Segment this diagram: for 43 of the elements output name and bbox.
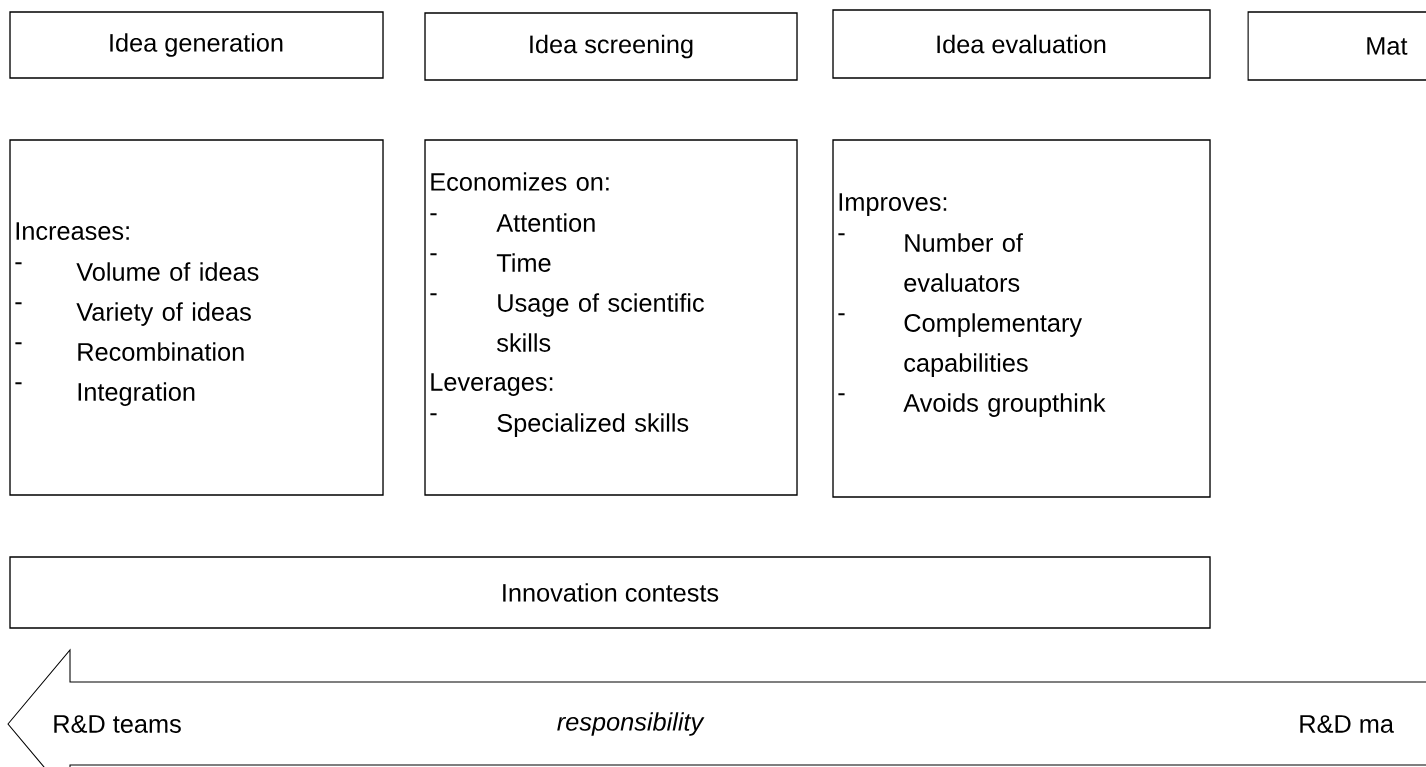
list-heading: Improves: <box>839 193 947 216</box>
list-item: Variety of ideas <box>76 302 251 326</box>
band-label: R&D teams <box>54 715 181 733</box>
bullet-dash: - <box>15 302 22 305</box>
bullet-dash: - <box>430 253 437 256</box>
list-item: Time <box>496 253 551 272</box>
list-item: Specialized skills <box>497 413 689 437</box>
bullet-dash: - <box>430 213 437 216</box>
list-item: Number of evaluators <box>904 233 1023 292</box>
bullet-dash: - <box>15 342 22 345</box>
list-item: Recombination <box>78 342 244 361</box>
list-item: Volume of ideas <box>76 262 259 281</box>
bullet-dash: - <box>430 293 437 296</box>
list-item: Integration <box>78 382 195 406</box>
list-heading: Increases: <box>16 222 129 240</box>
bullet-dash: - <box>838 393 845 396</box>
list-item: Attention <box>496 213 595 232</box>
stage-box <box>832 9 1211 79</box>
stage-box <box>1247 11 1426 81</box>
text-box <box>832 139 1211 498</box>
box-label: Innovation contests <box>503 583 719 602</box>
bullet-dash: - <box>430 413 437 416</box>
list-item: Avoids groupthink <box>903 393 1106 417</box>
list-heading: Leverages: <box>431 373 553 396</box>
bullet-dash: - <box>838 313 845 316</box>
bullet-dash: - <box>838 233 845 236</box>
bullet-dash: - <box>15 262 22 265</box>
band-label: R&D ma <box>1300 715 1394 733</box>
box-label: Idea generation <box>110 33 283 57</box>
text-box <box>9 139 384 496</box>
stage-box <box>9 11 384 79</box>
box-label: Idea screening <box>530 34 693 59</box>
stage-box <box>424 12 798 81</box>
list-item: Usage of scientific skills <box>497 293 704 352</box>
bullet-dash: - <box>15 382 22 385</box>
box-label: Idea evaluation <box>937 34 1106 54</box>
text-box <box>424 139 798 496</box>
box-label: Mat <box>1367 37 1408 55</box>
arrow-band <box>7 648 1426 767</box>
stage-box <box>9 556 1211 629</box>
list-heading: Economizes on: <box>431 172 609 191</box>
list-item: Complementary capabilities <box>904 313 1082 377</box>
band-label: responsibility <box>557 712 705 736</box>
